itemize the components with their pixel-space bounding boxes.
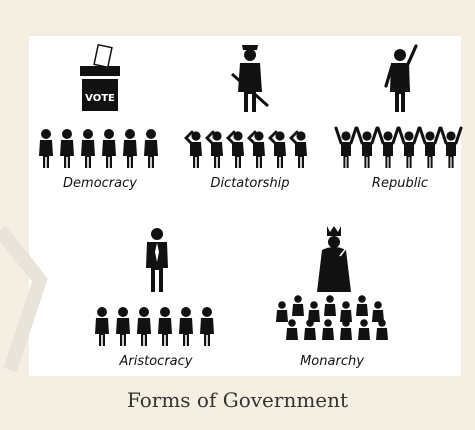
dictatorship-people [184,129,309,170]
democracy-label: Democracy [63,176,137,191]
aristocracy-label: Aristocracy [119,354,193,369]
crowned-king-icon [317,226,355,292]
democracy-people [39,129,158,168]
aristocracy-people [95,307,214,346]
republic-people [334,126,463,170]
figure-caption: Forms of Government [126,388,349,412]
monarchy-label: Monarchy [300,354,364,369]
dictator-with-rifle-icon [231,45,269,112]
standing-noble-icon [146,228,168,292]
vote-label: VOTE [85,93,115,104]
ballot-box-icon: VOTE [80,43,120,111]
republic-label: Republic [371,176,429,191]
watermark-shape [0,225,48,373]
dictatorship-label: Dictatorship [210,176,290,191]
monarchy-people [276,295,388,340]
leader-raising-hand-icon [384,44,418,112]
